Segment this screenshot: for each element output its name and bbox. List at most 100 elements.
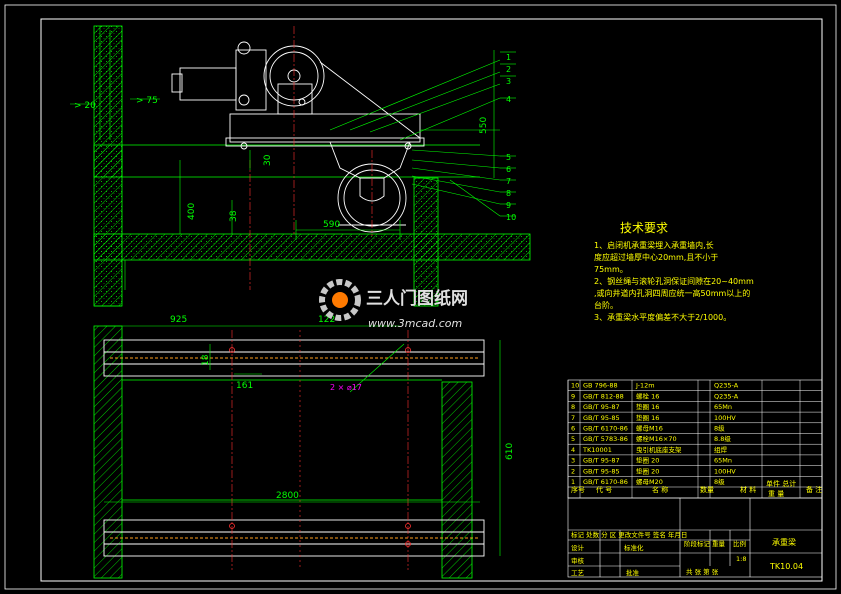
cell-name: 垫圈 16	[636, 402, 659, 411]
cell-name: 垫圈 20	[636, 466, 659, 475]
tech-title: 技术要求	[620, 221, 668, 235]
hdr-no: 序号	[571, 485, 585, 494]
table-row: 3 GB/T 95-87 垫圈 20 65Mn	[568, 456, 822, 466]
parts-header: 序号 代 号 名 称 数量 材 料 单件 总计 重 量 备 注	[571, 479, 822, 498]
table-row: 6 GB/T 6170-86 螺母M16 8级	[568, 424, 822, 434]
tb-process: 工艺	[571, 569, 585, 577]
tb-scale: 比例	[733, 539, 746, 548]
title-block-text: 标记 处数 分 区 更改文件号 签名 年月日 设计 标准化 审核 工艺 批准 阶…	[571, 530, 803, 577]
cell-mat: Q235-A	[714, 382, 739, 390]
cell-name: 曳引机底座支架	[636, 445, 682, 454]
tb-scale-val: 1:8	[736, 555, 746, 563]
watermark: 三人门图纸网 www.3mcad.com	[319, 279, 468, 330]
leader-lines	[329, 51, 516, 217]
tb-approve: 批准	[626, 568, 640, 577]
leader-10: 10	[506, 213, 516, 222]
watermark-url: www.3mcad.com	[368, 317, 462, 330]
tb-design: 设计	[571, 543, 585, 552]
title-block-grid	[567, 497, 823, 578]
tb-sheet: 共 张 第 张	[686, 567, 719, 576]
leader-8: 8	[506, 189, 511, 198]
plan-beams	[103, 339, 485, 557]
inner-frame	[40, 18, 823, 582]
dim-gt20: > 20	[74, 101, 96, 111]
cell-mat: 65Mn	[714, 457, 732, 465]
tb-weight: 重量	[712, 540, 726, 548]
cell-name: 螺母M20	[636, 477, 663, 486]
cell-code: GB/T 95-85	[583, 414, 620, 422]
dim-38: 38	[229, 210, 239, 222]
cell-no: 7	[571, 414, 575, 422]
dim-122: 122	[318, 315, 335, 325]
hdr-mat: 材 料	[740, 485, 756, 494]
dim-550: 550	[479, 117, 489, 134]
tech-line-4: 2、钢丝绳与滚轮孔洞保证间隙在20~40mm	[594, 276, 754, 286]
hdr-unit: 单件 总计	[766, 479, 796, 488]
cell-no: 5	[571, 435, 575, 443]
centerlines-elevation	[249, 26, 373, 290]
cell-no: 3	[571, 457, 575, 465]
cell-code: GB 796-88	[583, 382, 618, 390]
dim-2800: 2800	[276, 491, 299, 501]
watermark-name: 三人门图纸网	[366, 288, 468, 309]
hdr-weight: 重 量	[768, 490, 784, 498]
tech-line-2: 度应超过墙厚中心20mm,且不小于	[594, 252, 718, 262]
cell-no: 4	[571, 446, 575, 454]
hdr-code: 代 号	[596, 485, 612, 494]
cell-mat: 100HV	[714, 414, 736, 422]
cell-code: GB/T 95-87	[583, 403, 620, 411]
dim-hole: 2 × ⌀17	[330, 383, 362, 392]
cell-name: 垫圈 20	[636, 456, 659, 465]
table-row: 4 TK10001 曳引机底座支架 组焊	[568, 445, 822, 456]
cell-no: 9	[571, 392, 575, 400]
cell-mat: 8级	[714, 424, 725, 433]
cell-mat: Q235-A	[714, 392, 739, 400]
cell-mat: 8级	[714, 477, 725, 486]
cell-code: GB/T 95-87	[583, 457, 620, 465]
plan-dimensions	[104, 325, 501, 556]
cell-name: J-12m	[635, 382, 655, 390]
outer-frame	[4, 4, 837, 590]
pulley-assembly	[329, 141, 411, 233]
plan-dim-text: 925 122 18 161 2800 610 2 × ⌀17	[170, 315, 515, 501]
dim-610: 610	[505, 443, 515, 460]
leader-1: 1	[506, 53, 511, 62]
cell-no: 1	[571, 478, 575, 486]
cell-mat: 8.8级	[714, 434, 731, 443]
cell-no: 6	[571, 425, 575, 433]
tech-line-7: 3、承重梁水平度偏差不大于2/1000。	[594, 312, 731, 322]
leader-5: 5	[506, 153, 511, 162]
watermark-logo-icon	[319, 279, 361, 321]
cell-code: GB/T 6170-86	[583, 425, 628, 433]
cell-name: 螺栓 16	[636, 391, 659, 400]
cell-no: 10	[571, 382, 579, 390]
cell-code: GB/T 5783-86	[583, 435, 628, 443]
tb-std: 标准化	[624, 543, 644, 552]
dim-161: 161	[236, 381, 253, 391]
elevation-dim-text: > 20 > 75 550 30 400 38 590	[74, 96, 489, 230]
cell-name: 螺母M16	[636, 424, 663, 433]
cell-mat: 65Mn	[714, 403, 732, 411]
leader-7: 7	[506, 177, 511, 186]
plan-holes	[229, 347, 411, 547]
plan-rails	[110, 357, 478, 539]
hdr-qty: 数量	[700, 485, 714, 494]
cell-mat: 组焊	[714, 445, 728, 454]
dim-30: 30	[263, 154, 273, 166]
hdr-remark: 备 注	[806, 485, 822, 494]
cell-code: GB/T 6170-86	[583, 478, 628, 486]
dim-925: 925	[170, 315, 187, 325]
plan-centerlines	[231, 330, 409, 570]
traction-machine	[171, 41, 425, 150]
table-row: 1 GB/T 6170-86 螺母M20 8级	[568, 477, 822, 488]
dim-gt75: > 75	[136, 96, 158, 106]
leader-6: 6	[506, 165, 511, 174]
cell-code: TK10001	[582, 446, 612, 454]
cell-code: GB/T 95-85	[583, 467, 620, 475]
tech-line-6: 台阶。	[594, 300, 618, 310]
tech-line-3: 75mm。	[594, 265, 628, 274]
